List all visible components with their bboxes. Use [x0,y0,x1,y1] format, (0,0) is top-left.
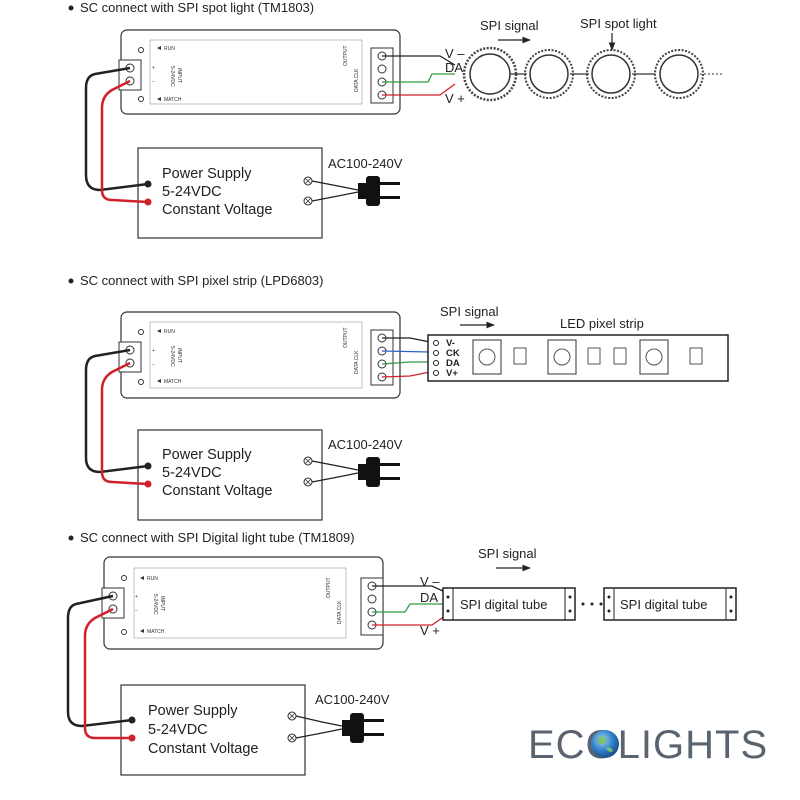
svg-text:−: − [152,362,155,368]
signal-label: SPI signal [480,18,539,33]
power-supply-type: Constant Voltage [162,483,272,499]
output-pins-label: DATA CLK [354,68,360,92]
device-label: SPI spot light [580,16,657,31]
pin-label: DA [446,358,460,369]
globe-icon [591,730,619,758]
input-voltage-label: 5-24VDC [169,66,175,87]
power-supply-title: Power Supply [148,703,238,719]
spot-lights [462,46,722,102]
match-label: MATCH [147,629,165,635]
svg-text:+: + [135,594,138,600]
svg-text:+: + [152,65,155,71]
output-pins-label: DATA CLK [337,600,343,624]
led-pixel-strip: V- CK DA V+ [427,334,729,382]
power-supply-voltage: 5-24VDC [162,465,222,481]
power-supply-box [137,147,323,239]
svg-text:−: − [135,608,138,614]
pin-label: V – [445,46,465,61]
pin-label: V + [420,623,440,638]
bullet-icon [68,5,74,11]
power-supply-title: Power Supply [162,447,252,463]
section-pixel-strip: SC connect with SPI pixel strip (LPD6803… [68,273,729,521]
section-title: SC connect with SPI Digital light tube (… [80,530,355,545]
output-label: OUTPUT [343,327,349,348]
input-label: INPUT [176,68,182,83]
match-label: MATCH [164,379,182,385]
output-label: OUTPUT [343,45,349,66]
run-label: RUN [147,576,158,582]
ecolights-logo: ECOLIGHTS [528,723,768,767]
controller-box: RUN MATCH INPUT 5-24VDC OUTPUT DATA CLK … [101,556,384,650]
logo-text: ECOLIGHTS [528,723,768,767]
signal-label: SPI signal [440,304,499,319]
svg-text:−: − [152,79,155,85]
svg-text:+: + [152,348,155,354]
input-label: INPUT [176,348,182,363]
pin-label: DA [445,60,463,75]
run-label: RUN [164,329,175,335]
power-supply-type: Constant Voltage [148,741,258,757]
power-supply-type: Constant Voltage [162,202,272,218]
power-supply-box [120,684,306,776]
output-label: OUTPUT [326,577,332,598]
section-title: SC connect with SPI pixel strip (LPD6803… [80,273,324,288]
ac-label: AC100-240V [328,437,403,452]
controller-box: RUN MATCH INPUT 5-24VDC OUTPUT DATA CLK … [118,311,401,399]
section-digital-tube: SC connect with SPI Digital light tube (… [66,530,737,776]
signal-label: SPI signal [478,546,537,561]
input-label: INPUT [159,596,165,611]
pin-label: DA [420,590,438,605]
pin-label: V – [420,574,440,589]
pin-label: CK [446,348,460,359]
pin-label: V + [445,91,465,106]
ac-label: AC100-240V [328,156,403,171]
tube-label: SPI digital tube [460,597,547,612]
power-supply-voltage: 5-24VDC [148,722,208,738]
bullet-icon [68,535,74,541]
plug-icon [342,713,384,743]
pin-label: V+ [446,368,458,379]
section-spot-light: SC connect with SPI spot light (TM1803) … [68,0,722,239]
input-voltage-label: 5-24VDC [152,594,158,615]
plug-icon [358,457,400,487]
controller-box: RUN MATCH INPUT 5-24VDC OUTPUT DATA CLK … [118,29,401,115]
device-label: LED pixel strip [560,316,644,331]
power-supply-voltage: 5-24VDC [162,184,222,200]
digital-tube: SPI digital tube [442,587,576,621]
bullet-icon [68,278,74,284]
section-title: SC connect with SPI spot light (TM1803) [80,0,314,15]
tube-label: SPI digital tube [620,597,707,612]
output-pins-label: DATA CLK [354,350,360,374]
digital-tube: SPI digital tube [603,587,737,621]
ac-label: AC100-240V [315,692,390,707]
power-supply-box [137,429,323,521]
pin-label: V- [446,338,455,349]
input-voltage-label: 5-24VDC [169,346,175,367]
power-supply-title: Power Supply [162,166,252,182]
plug-icon [358,176,400,206]
match-label: MATCH [164,97,182,103]
run-label: RUN [164,46,175,52]
